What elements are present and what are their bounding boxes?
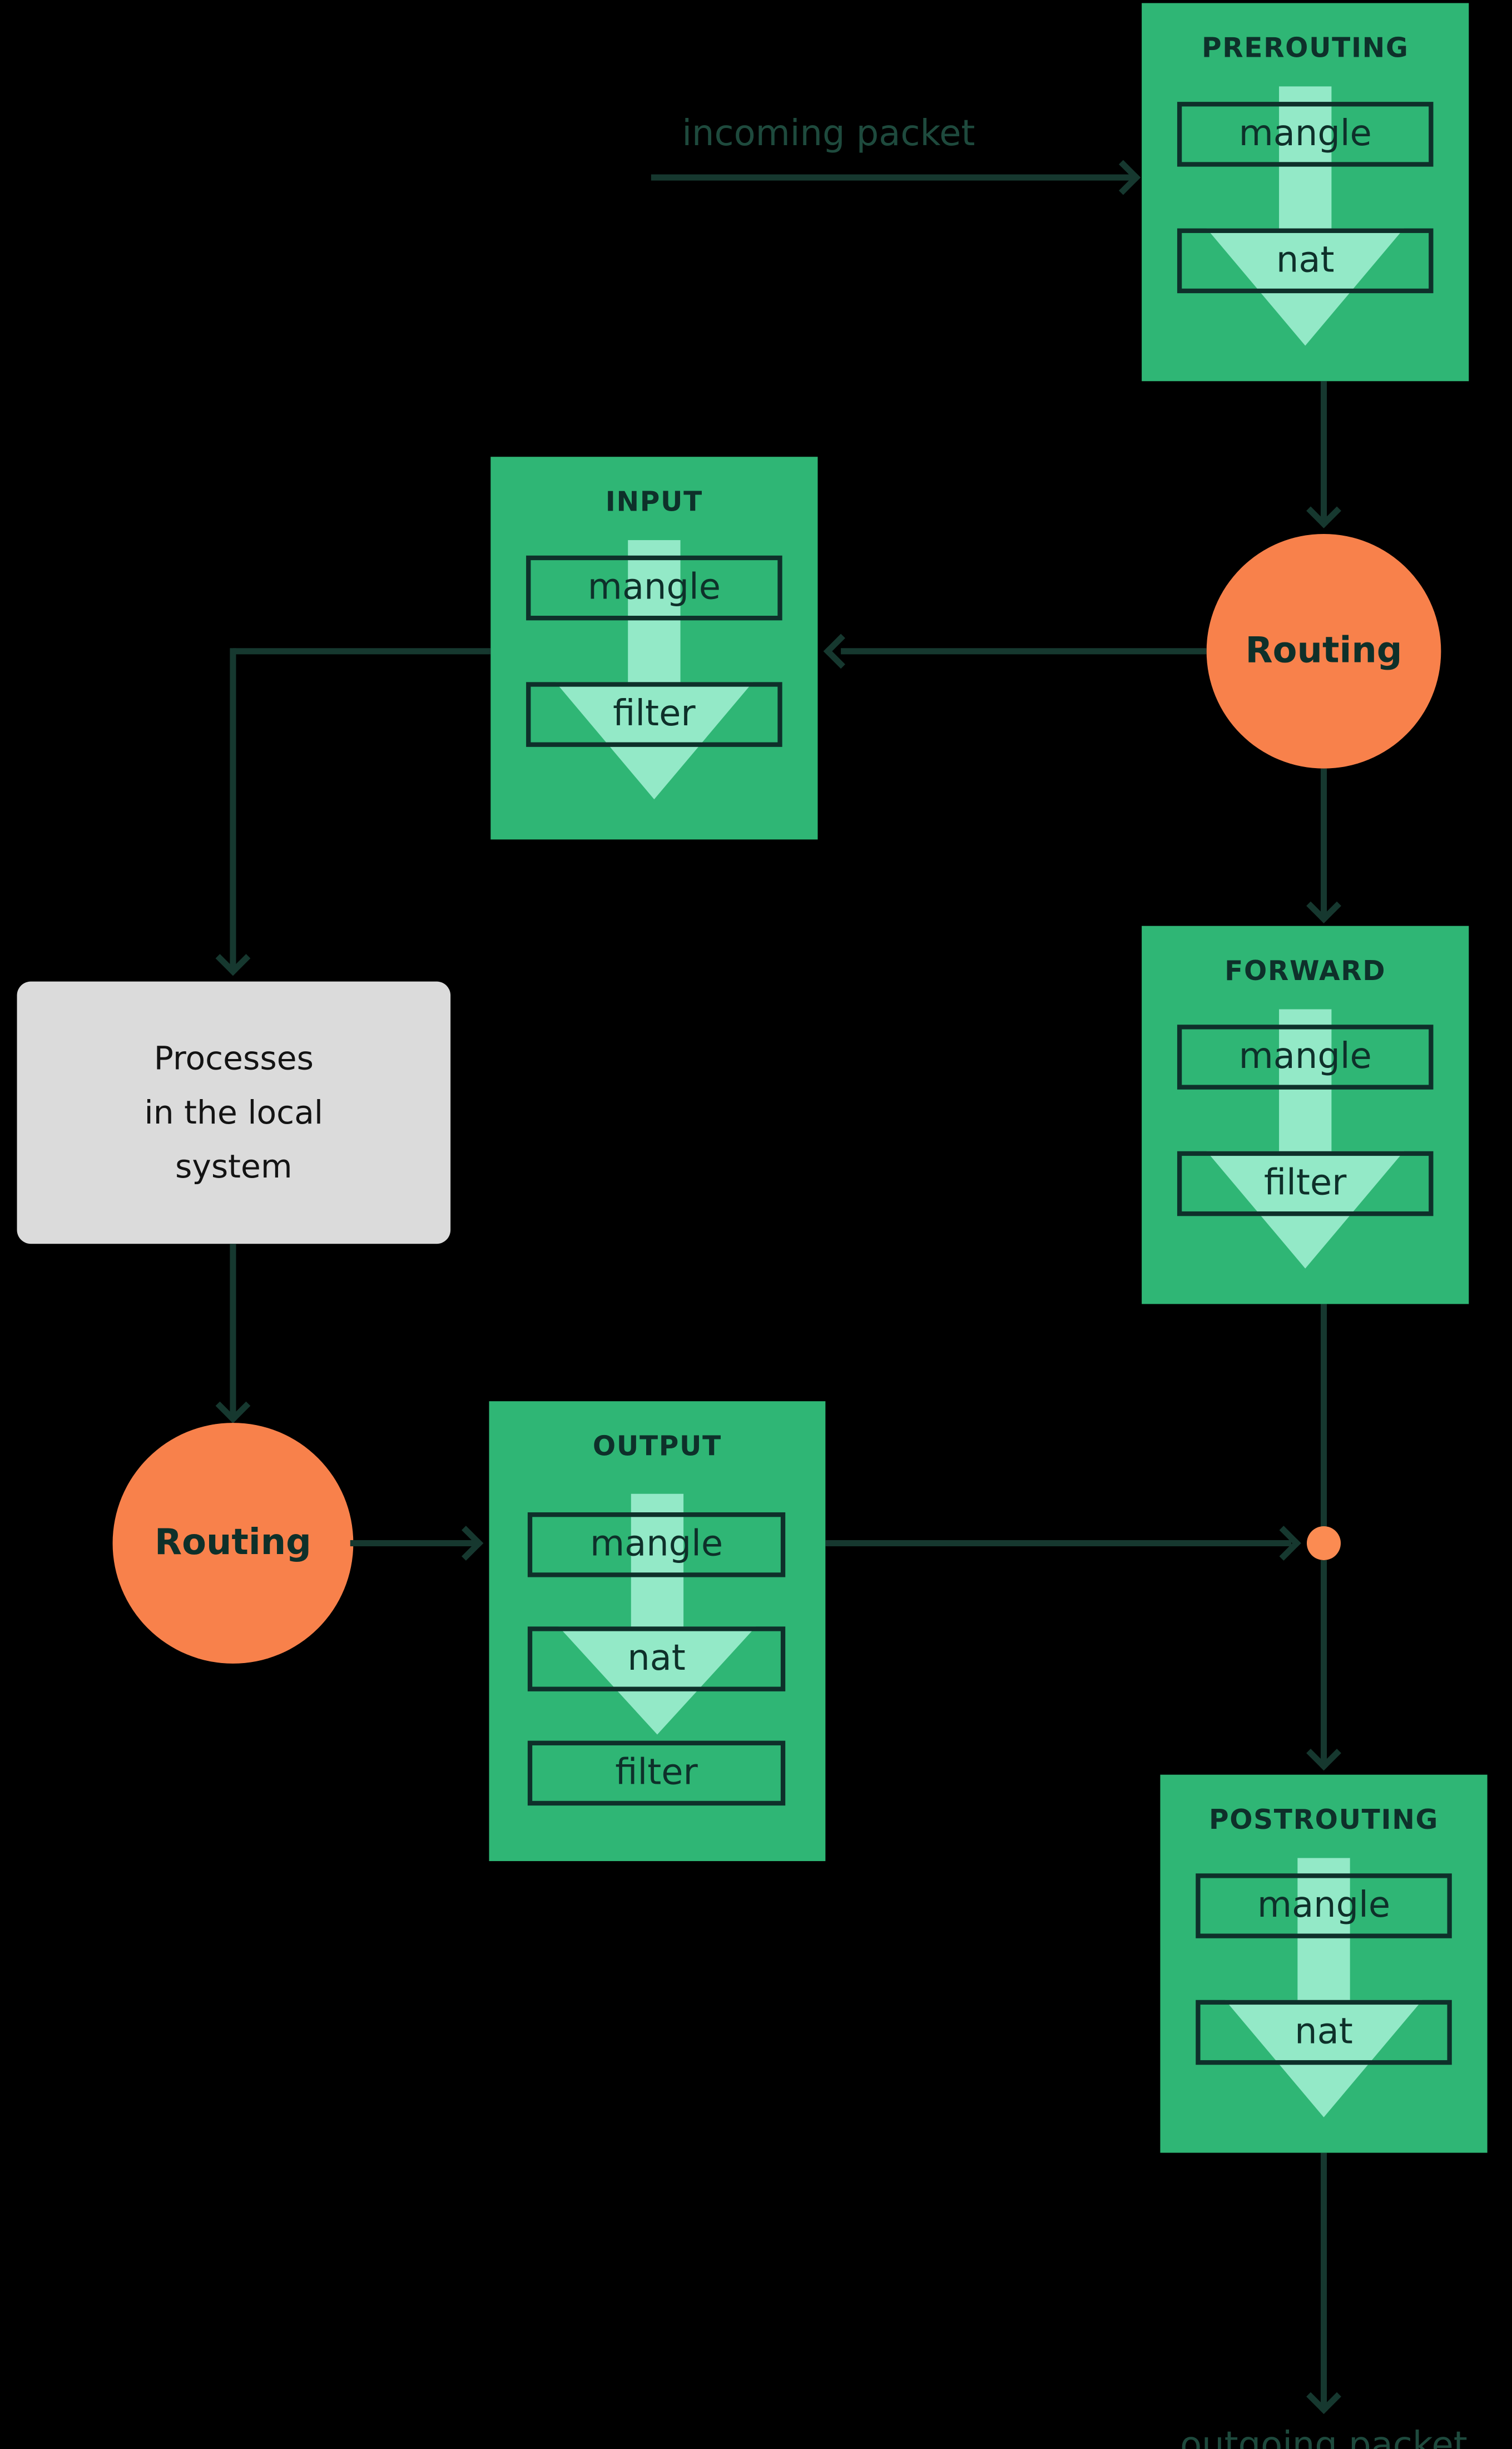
- table-mangle: mangle: [1196, 1873, 1452, 1938]
- arrowhead-right-icon: [448, 1526, 484, 1561]
- table-filter: filter: [1177, 1151, 1434, 1216]
- line-input-elbow-horizontal: [232, 648, 491, 655]
- line-processes-to-routing: [230, 1244, 236, 1417]
- table-mangle: mangle: [1177, 102, 1434, 167]
- chain-title: INPUT: [605, 487, 703, 519]
- line-routing-to-output: [350, 1540, 477, 1547]
- chain-prerouting: PREROUTING mangle nat: [1142, 3, 1469, 382]
- table-nat: nat: [1196, 2000, 1452, 2065]
- chain-flow-arrow-shaft: [1297, 1858, 1350, 2003]
- junction-dot: [1306, 1526, 1341, 1561]
- line-junction-to-postrouting: [1320, 1560, 1327, 1764]
- line-output-to-junction: [825, 1540, 1292, 1547]
- table-nat: nat: [527, 1626, 786, 1691]
- chain-flow-arrow-head-icon: [555, 682, 753, 800]
- routing-node-top: Routing: [1206, 533, 1441, 769]
- table-nat: nat: [1177, 228, 1434, 294]
- line-input-elbow-vertical: [230, 648, 236, 969]
- outgoing-packet-label: outgoing packet: [1180, 2426, 1468, 2449]
- chain-title: POSTROUTING: [1208, 1805, 1439, 1837]
- arrowhead-down-icon: [1306, 1735, 1341, 1771]
- chain-flow-arrow-shaft: [628, 540, 681, 685]
- line-postrouting-to-outgoing: [1320, 2153, 1327, 2408]
- arrowhead-down-icon: [1306, 493, 1341, 528]
- chain-output: OUTPUT mangle nat filter: [489, 1401, 826, 1862]
- line-routing-to-input: [841, 648, 1207, 655]
- routing-node-bottom: Routing: [112, 1423, 354, 1664]
- table-mangle: mangle: [527, 1512, 786, 1577]
- table-filter: filter: [527, 1740, 786, 1806]
- chain-flow-arrow-head-icon: [1206, 228, 1404, 346]
- chain-input: INPUT mangle filter: [490, 457, 818, 840]
- arrowhead-left-icon: [823, 634, 859, 669]
- chain-forward: FORWARD mangle filter: [1142, 926, 1469, 1304]
- routing-label: Routing: [154, 1523, 311, 1564]
- chain-flow-arrow-shaft: [1279, 86, 1332, 232]
- chain-title: OUTPUT: [592, 1432, 722, 1463]
- arrowhead-down-icon: [1306, 2379, 1341, 2415]
- table-filter: filter: [526, 682, 782, 747]
- processes-line-1: Processes: [153, 1039, 314, 1077]
- line-incoming-to-prerouting: [651, 174, 1133, 181]
- arrowhead-down-icon: [1306, 888, 1341, 924]
- routing-label: Routing: [1245, 631, 1402, 671]
- processes-line-2: in the local: [144, 1093, 324, 1131]
- chain-flow-arrow-head-icon: [558, 1626, 756, 1735]
- chain-flow-arrow-head-icon: [1206, 1151, 1404, 1269]
- arrowhead-down-icon: [215, 1388, 251, 1423]
- arrowhead-right-icon: [1106, 160, 1141, 195]
- table-mangle: mangle: [526, 555, 782, 621]
- chain-title: PREROUTING: [1201, 34, 1409, 65]
- arrowhead-down-icon: [215, 941, 251, 976]
- chain-flow-arrow-shaft: [1279, 1009, 1332, 1155]
- chain-title: FORWARD: [1225, 957, 1386, 988]
- chain-postrouting: POSTROUTING mangle nat: [1160, 1774, 1488, 2153]
- line-forward-to-junction: [1320, 1304, 1327, 1531]
- incoming-packet-label: incoming packet: [682, 114, 975, 155]
- processes-line-3: system: [175, 1147, 293, 1185]
- table-mangle: mangle: [1177, 1025, 1434, 1090]
- chain-flow-arrow-head-icon: [1225, 2000, 1423, 2117]
- line-prerouting-to-routing: [1320, 381, 1327, 523]
- line-routing-to-forward: [1320, 768, 1327, 917]
- arrowhead-right-icon: [1266, 1526, 1301, 1561]
- processes-box: Processes in the local system: [17, 981, 451, 1244]
